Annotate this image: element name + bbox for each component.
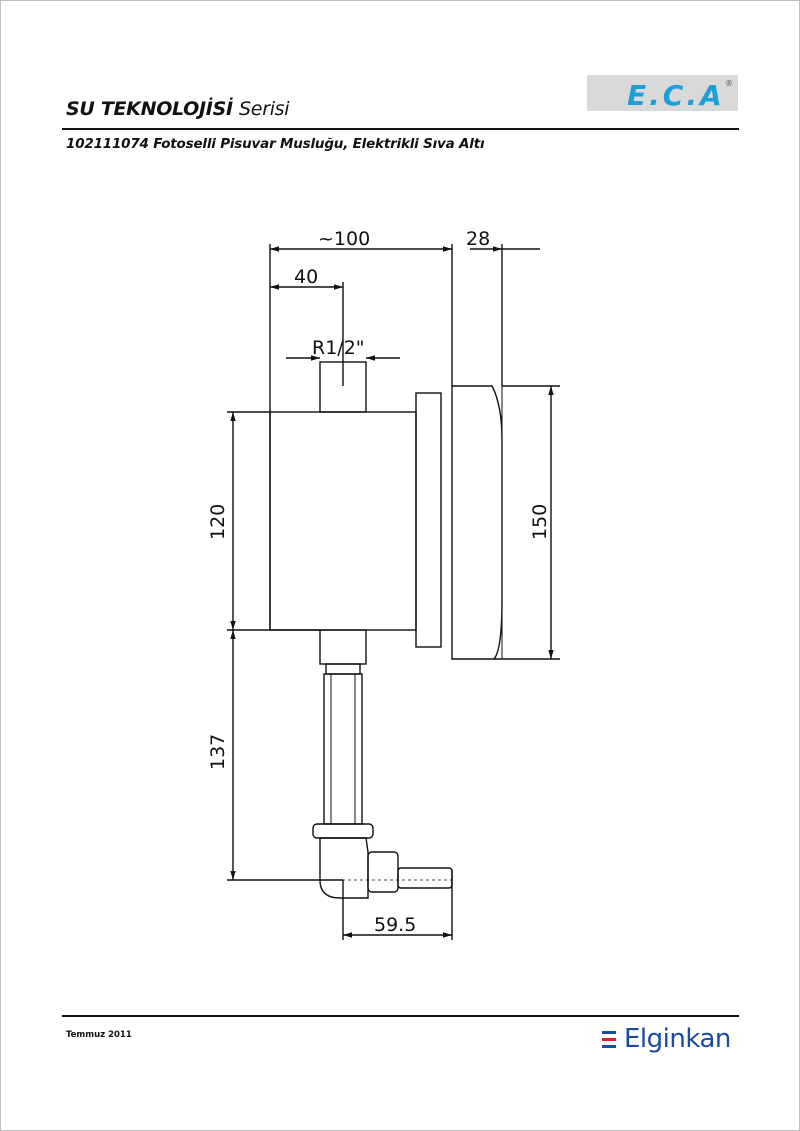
header-rule — [62, 128, 739, 130]
elginkan-mark-icon — [602, 1031, 616, 1049]
elbow-nut — [312, 823, 374, 839]
side-outlet-pipe — [397, 867, 453, 889]
outlet-collar — [325, 663, 361, 675]
front-cover — [451, 385, 503, 660]
registered-mark: ® — [725, 79, 733, 88]
series-title-suffix: Serisi — [239, 98, 290, 120]
date-label: Temmuz 2011 — [66, 1030, 132, 1040]
elginkan-logo: Elginkan — [602, 1022, 742, 1058]
valve-body — [269, 411, 417, 631]
outlet-pipe — [323, 673, 363, 825]
eca-logo: E.C.A ® — [587, 75, 738, 111]
mark-stripe-bottom — [602, 1045, 616, 1048]
mark-stripe-middle — [602, 1038, 616, 1041]
product-title: 102111074 Fotoselli Pisuvar Musluğu, Ele… — [66, 136, 485, 152]
dim-label-overall-depth: ~100 — [318, 228, 370, 250]
outlet-nut — [319, 629, 367, 665]
dim-label-outlet-length: 137 — [207, 734, 229, 770]
dim-label-inlet-offset: 40 — [294, 266, 318, 288]
elbow-fitting — [319, 837, 369, 899]
logo-text: E.C.A — [627, 79, 725, 111]
series-title: SU TEKNOLOJİSİ Serisi — [66, 98, 290, 120]
dim-label-outlet-offset: 59.5 — [374, 914, 416, 936]
mark-stripe-top — [602, 1031, 616, 1034]
series-title-main: SU TEKNOLOJİSİ — [66, 98, 233, 120]
elbow-side-nut — [367, 851, 399, 893]
dim-label-inlet-thread: R1/2" — [312, 337, 365, 359]
dim-label-cover-height: 150 — [529, 504, 551, 540]
mounting-flange — [415, 392, 442, 648]
distributor-name: Elginkan — [624, 1024, 731, 1054]
dim-label-cover-depth: 28 — [466, 228, 490, 250]
footer-rule — [62, 1015, 739, 1017]
dim-label-body-height: 120 — [207, 504, 229, 540]
